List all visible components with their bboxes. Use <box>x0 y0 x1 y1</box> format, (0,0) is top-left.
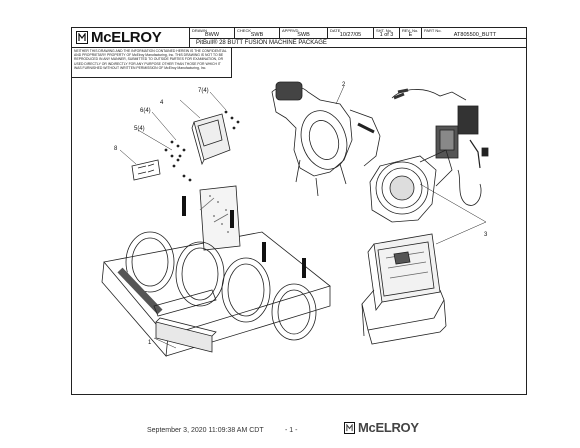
field-label: DRAWN <box>192 28 207 33</box>
leader-line-8 <box>119 149 137 165</box>
field-value: 10/27/05 <box>339 32 362 38</box>
field-label: DATE <box>330 28 341 33</box>
callout-7: 7(4) <box>198 88 209 94</box>
field-value: BWW <box>204 32 220 38</box>
datalogger-case <box>361 233 447 345</box>
field-drawn: DRAWN BWW <box>190 28 235 38</box>
field-value: SWB <box>250 32 264 38</box>
field-label: CHECK <box>237 28 252 33</box>
leader-line-4 <box>179 99 201 119</box>
field-value: AT805500_BUTT <box>453 32 497 38</box>
title-block-logo: McELROY <box>72 28 190 47</box>
callout-2: 2 <box>342 82 346 88</box>
page-number: - 1 - <box>285 427 298 434</box>
callout-6: 6(4) <box>140 108 151 114</box>
field-label: REV. No. <box>402 28 419 33</box>
field-value: 1 of 3 <box>379 32 394 38</box>
leader-line-1 <box>153 337 177 349</box>
proprietary-notice: NEITHER THIS DRAWING AND THE INFORMATION… <box>72 48 232 78</box>
support-bar <box>155 317 217 353</box>
field-label: APPRVD. <box>282 28 300 33</box>
field-approved: APPRVD. SWB <box>280 28 328 38</box>
leader-line-5 <box>137 129 173 151</box>
drawing-title: PitBull® 28 BUTT FUSION MACHINE PACKAGE <box>190 38 526 48</box>
callout-3: 3 <box>484 232 488 238</box>
leader-line-7 <box>209 91 227 111</box>
heater-assembly <box>369 88 489 223</box>
callout-8: 8 <box>114 146 118 152</box>
mcelroy-logo-icon <box>344 421 355 434</box>
field-date: DATE 10/27/05 <box>328 28 374 38</box>
print-timestamp: September 3, 2020 11:09:38 AM CDT <box>147 427 264 434</box>
field-value: E <box>408 32 413 38</box>
field-label: PART No. <box>424 28 442 33</box>
callout-5: 5(4) <box>134 126 145 132</box>
brand-name: McELROY <box>91 29 162 46</box>
title-block: McELROY DRAWN BWW CHECK SWB APPRVD. SWB … <box>72 28 526 48</box>
field-value: SWB <box>297 32 310 38</box>
fastener-sets <box>131 110 240 182</box>
leader-line-2 <box>335 85 345 105</box>
callout-1: 1 <box>148 340 152 346</box>
field-sheet-no: SHT. No. 1 of 3 <box>374 28 400 38</box>
butt-fusion-machine <box>101 185 331 357</box>
footer-logo: McELROY <box>344 421 419 434</box>
field-check: CHECK SWB <box>235 28 280 38</box>
control-pendant <box>191 113 231 166</box>
field-label: SHT. No. <box>376 28 393 33</box>
hydraulic-pump-unit <box>271 81 381 197</box>
footer-brand-name: McELROY <box>358 420 419 435</box>
mcelroy-logo-icon <box>76 31 88 44</box>
field-part-no: PART No. AT805500_BUTT <box>422 28 528 38</box>
leader-line-3a <box>419 183 487 223</box>
leader-line-3b <box>435 221 487 245</box>
drawing-sheet: McELROY DRAWN BWW CHECK SWB APPRVD. SWB … <box>71 27 527 395</box>
leader-line-6 <box>151 111 177 141</box>
field-rev-no: REV. No. E <box>400 28 422 38</box>
callout-4: 4 <box>160 100 164 106</box>
